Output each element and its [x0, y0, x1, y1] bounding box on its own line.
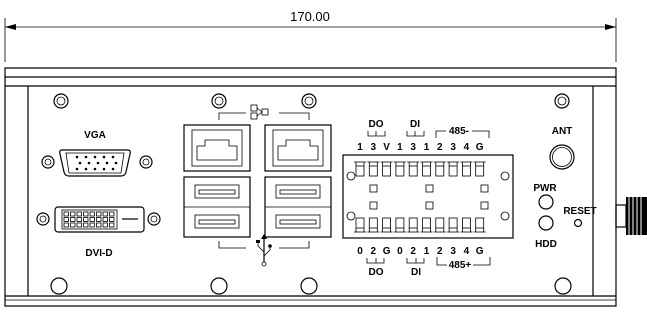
terminal-pin	[393, 217, 406, 233]
terminal-block	[342, 154, 514, 239]
side-knob	[615, 197, 647, 235]
terminal-pin	[447, 217, 460, 233]
terminal-pin	[420, 161, 433, 177]
terminal-pin	[380, 161, 393, 177]
top-pin-label: 3	[371, 142, 377, 153]
bottom-pin-label: 2	[371, 246, 377, 257]
terminal-row-bottom	[354, 217, 486, 233]
dvi-port: DVI-D	[36, 206, 161, 259]
dvi-label: DVI-D	[85, 248, 112, 259]
network-icon	[250, 104, 269, 120]
bottom-pin-label: 2	[437, 246, 443, 257]
usb-port-stack-2	[264, 176, 332, 238]
bottom-pin-label: 3	[450, 246, 456, 257]
screw-top-mid-left	[211, 93, 227, 109]
antenna-connector: ANT	[549, 126, 575, 170]
top-pin-label: 1	[357, 142, 363, 153]
top-pin-label: V	[383, 142, 390, 153]
screw-bottom-mid-right	[300, 277, 318, 295]
terminal-pin	[407, 217, 420, 233]
vga-label: VGA	[84, 130, 106, 141]
bottom-485-label: 485+	[449, 260, 472, 271]
lan-port-2	[264, 124, 332, 172]
reset-button[interactable]: RESET	[563, 206, 597, 228]
bottom-pin-label: 2	[410, 246, 416, 257]
bottom-pin-label: 0	[397, 246, 403, 257]
terminal-pin	[433, 161, 446, 177]
terminal-pin	[473, 217, 486, 233]
top-pin-label: G	[476, 142, 484, 153]
usb-port-stack-1	[183, 176, 251, 238]
ant-label: ANT	[552, 126, 573, 137]
terminal-pin	[354, 217, 366, 233]
terminal-pin	[393, 161, 406, 177]
terminal-pin	[380, 217, 393, 233]
bottom-pin-label: 4	[464, 246, 470, 257]
screw-top-left	[53, 93, 69, 109]
top-pin-label: 1	[397, 142, 403, 153]
terminal-row-top	[354, 161, 486, 177]
bottom-di-label: DI	[411, 267, 421, 278]
screw-bottom-left	[50, 277, 68, 295]
top-pin-label: 2	[437, 142, 443, 153]
reset-label: RESET	[563, 206, 596, 217]
bottom-pin-label: 1	[424, 246, 430, 257]
terminal-pin	[433, 217, 446, 233]
terminal-pin	[473, 161, 486, 177]
top-di-label: DI	[410, 119, 420, 130]
bottom-pin-label: G	[476, 246, 484, 257]
top-485-label: 485-	[449, 126, 469, 137]
pwr-led	[538, 194, 554, 210]
screw-top-mid-right	[301, 93, 317, 109]
top-pin-label: 1	[424, 142, 430, 153]
pwr-label: PWR	[533, 183, 557, 194]
usb-icon	[256, 234, 272, 267]
screw-bottom-mid-left	[210, 277, 228, 295]
top-pin-label: 3	[450, 142, 456, 153]
hdd-led	[538, 215, 554, 231]
bottom-pin-label: 0	[357, 246, 363, 257]
top-pin-label: 3	[410, 142, 416, 153]
screw-bottom-right	[554, 277, 572, 295]
terminal-pin	[354, 161, 366, 177]
width-dimension-label: 170.00	[290, 9, 330, 24]
width-dimension: 170.00	[4, 9, 617, 62]
status-leds: PWR HDD	[533, 183, 557, 250]
dvi-pin-grid	[63, 211, 115, 228]
terminal-pin	[447, 161, 460, 177]
terminal-pin	[367, 161, 380, 177]
lan-port-1	[183, 124, 251, 172]
enclosure	[4, 67, 617, 307]
bottom-pin-label: G	[383, 246, 391, 257]
terminal-pin	[460, 217, 473, 233]
terminal-pin	[420, 217, 433, 233]
screw-top-right	[554, 93, 570, 109]
top-do-label: DO	[369, 119, 384, 130]
terminal-pin	[407, 161, 420, 177]
lan-usb-brackets	[218, 112, 310, 249]
terminal-pin	[367, 217, 380, 233]
top-pin-label: 4	[464, 142, 470, 153]
hdd-label: HDD	[535, 239, 557, 250]
terminal-pin	[460, 161, 473, 177]
bottom-do-label: DO	[369, 267, 384, 278]
vga-port: VGA	[41, 130, 153, 177]
